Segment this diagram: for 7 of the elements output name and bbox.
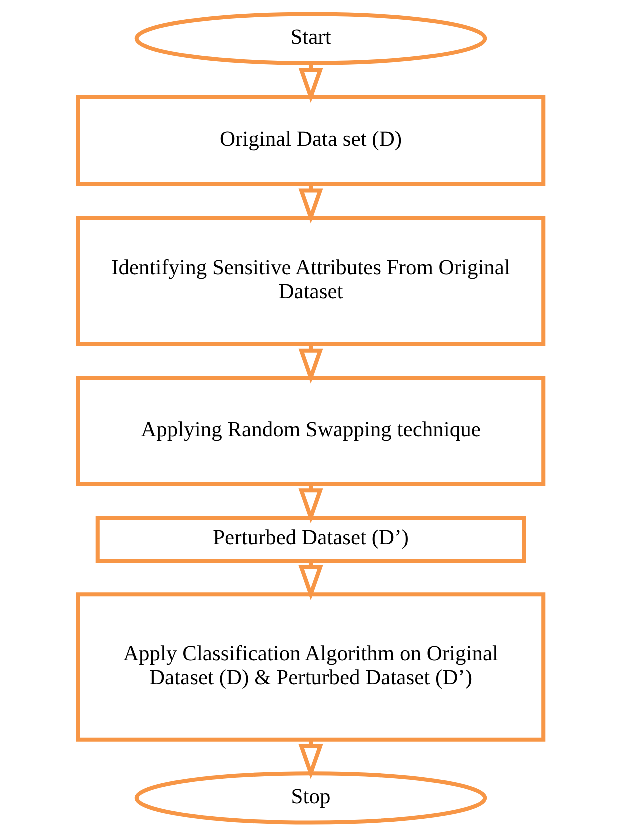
node-ellipse: Stop — [134, 772, 487, 825]
node-box: Applying Random Swapping technique — [76, 376, 546, 486]
node-box: Perturbed Dataset (D’) — [95, 516, 526, 564]
node-box: Identifying Sensitive Attributes From Original Dataset — [76, 216, 546, 347]
node-box: Original Data set (D) — [76, 95, 546, 187]
node-ellipse: Start — [134, 12, 487, 66]
node-box: Apply Classification Algorithm on Original Dataset (D) & Perturbed Dataset (D’) — [76, 592, 546, 742]
